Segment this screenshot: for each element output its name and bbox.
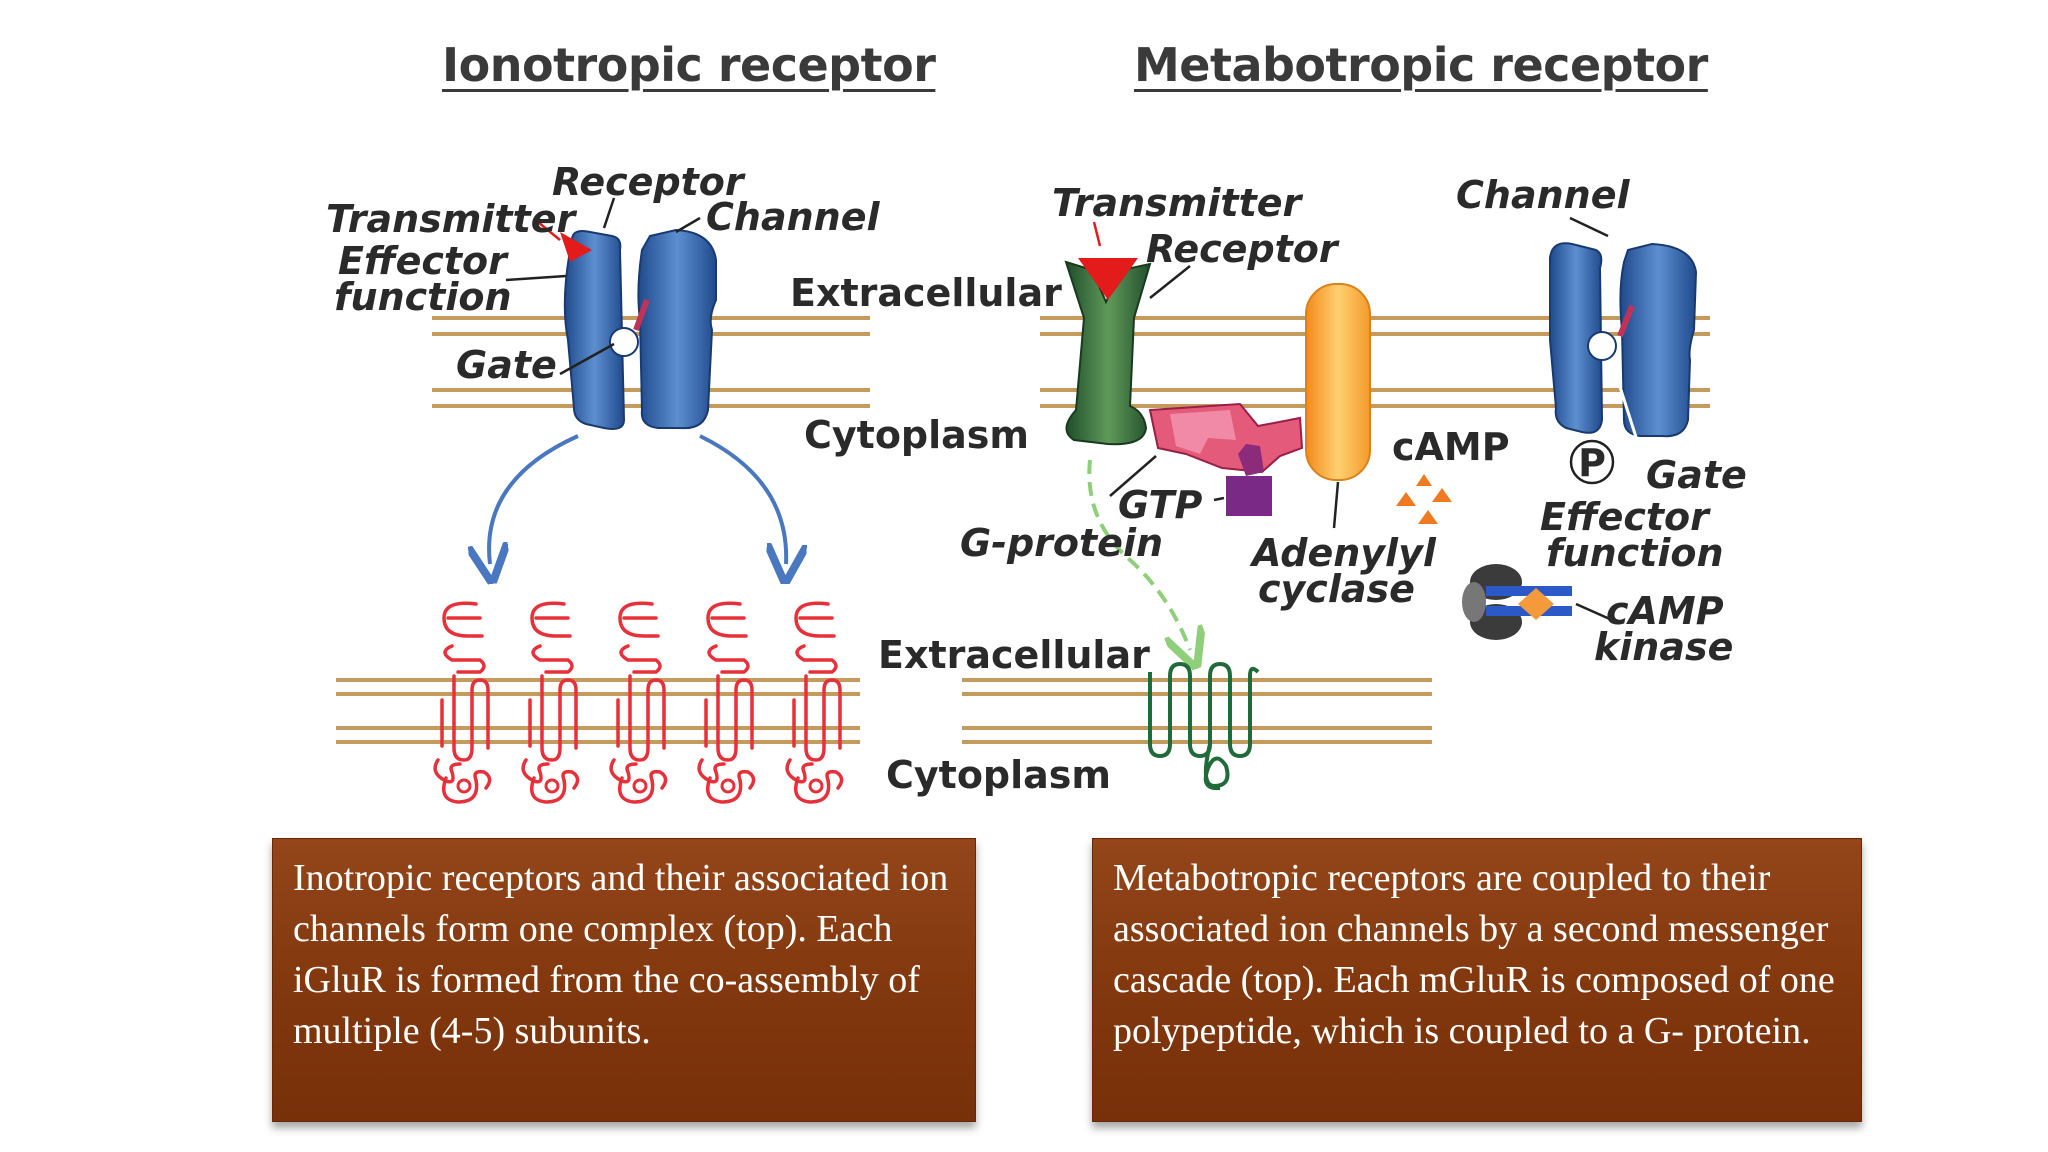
meta-receptor <box>1064 258 1152 446</box>
iono-gate-bar <box>633 298 650 332</box>
iono-pointers <box>505 197 701 376</box>
meta-gate-bar <box>1617 304 1635 338</box>
metabotropic-title: Metabotropic receptor <box>1134 38 1708 92</box>
mglur-polypeptide <box>1148 661 1260 791</box>
iono-extracellular-label-2: Extracellular <box>878 633 1150 677</box>
iglur-subunit <box>521 601 580 804</box>
meta-adenylyl-label-2: cyclase <box>1258 567 1415 611</box>
meta-kinase-label-1: cAMP <box>1606 589 1724 633</box>
iono-effector-label-2: function <box>334 275 512 319</box>
ionotropic-caption: Inotropic receptors and their associated… <box>272 838 976 1122</box>
iglur-subunit <box>433 601 492 804</box>
iono-gate-label: Gate <box>456 343 557 387</box>
meta-camp-kinase-icon <box>1462 564 1572 640</box>
meta-membrane-upper <box>1040 316 1710 408</box>
ionotropic-title: Ionotropic receptor <box>442 38 936 92</box>
meta-gprotein-arrow <box>1087 459 1190 650</box>
meta-kinase-label-2: kinase <box>1594 625 1733 669</box>
meta-camp-triangles <box>1396 474 1452 524</box>
meta-adenylyl-cyclase <box>1305 283 1371 481</box>
iono-gate-circle <box>609 327 639 357</box>
meta-gprotein <box>1148 402 1304 516</box>
iono-receptor-label: Receptor <box>552 160 746 204</box>
metabotropic-caption: Metabotropic receptors are coupled to th… <box>1092 838 1862 1122</box>
iono-channel <box>560 228 717 430</box>
meta-gtp-label: GTP <box>1118 483 1202 527</box>
meta-phosphate-icon <box>1569 439 1615 485</box>
iono-channel-label: Channel <box>706 195 880 239</box>
meta-gate-label: Gate <box>1646 453 1747 497</box>
meta-gprotein-label: G-protein <box>960 521 1163 565</box>
meta-receptor-label: Receptor <box>1146 227 1340 271</box>
meta-effector-label-1: Effector <box>1540 495 1711 539</box>
iono-membrane-lower <box>336 678 860 744</box>
meta-gate-circle <box>1587 331 1617 361</box>
iono-extracellular-label: Extracellular <box>790 271 1062 315</box>
iono-cytoplasm-label: Cytoplasm <box>804 413 1029 457</box>
meta-gtp-block <box>1226 476 1272 516</box>
iono-transmitter-label: Transmitter <box>326 197 578 241</box>
iglur-subunit <box>785 601 844 804</box>
iono-effector-label-1: Effector <box>338 239 509 283</box>
meta-adenylyl-label-1: Adenylyl <box>1249 531 1437 575</box>
meta-transmitter-icon <box>1078 258 1138 300</box>
meta-channel-label: Channel <box>1456 173 1630 217</box>
iono-arrow-right <box>699 434 786 564</box>
iono-transmitter-icon <box>560 232 592 262</box>
meta-effector-label-2: function <box>1546 531 1724 575</box>
iglur-subunit <box>609 601 668 804</box>
iono-cytoplasm-label-2: Cytoplasm <box>886 753 1111 797</box>
meta-pointers <box>1092 216 1644 622</box>
iglur-subunits <box>433 601 844 804</box>
meta-channel <box>1549 242 1698 438</box>
meta-camp-label: cAMP <box>1392 425 1510 469</box>
iono-arrow-left <box>489 434 579 564</box>
meta-membrane-lower <box>962 678 1432 744</box>
meta-transmitter-label: Transmitter <box>1052 181 1304 225</box>
meta-phosphate-label: P <box>1578 441 1606 485</box>
iglur-subunit <box>697 601 756 804</box>
